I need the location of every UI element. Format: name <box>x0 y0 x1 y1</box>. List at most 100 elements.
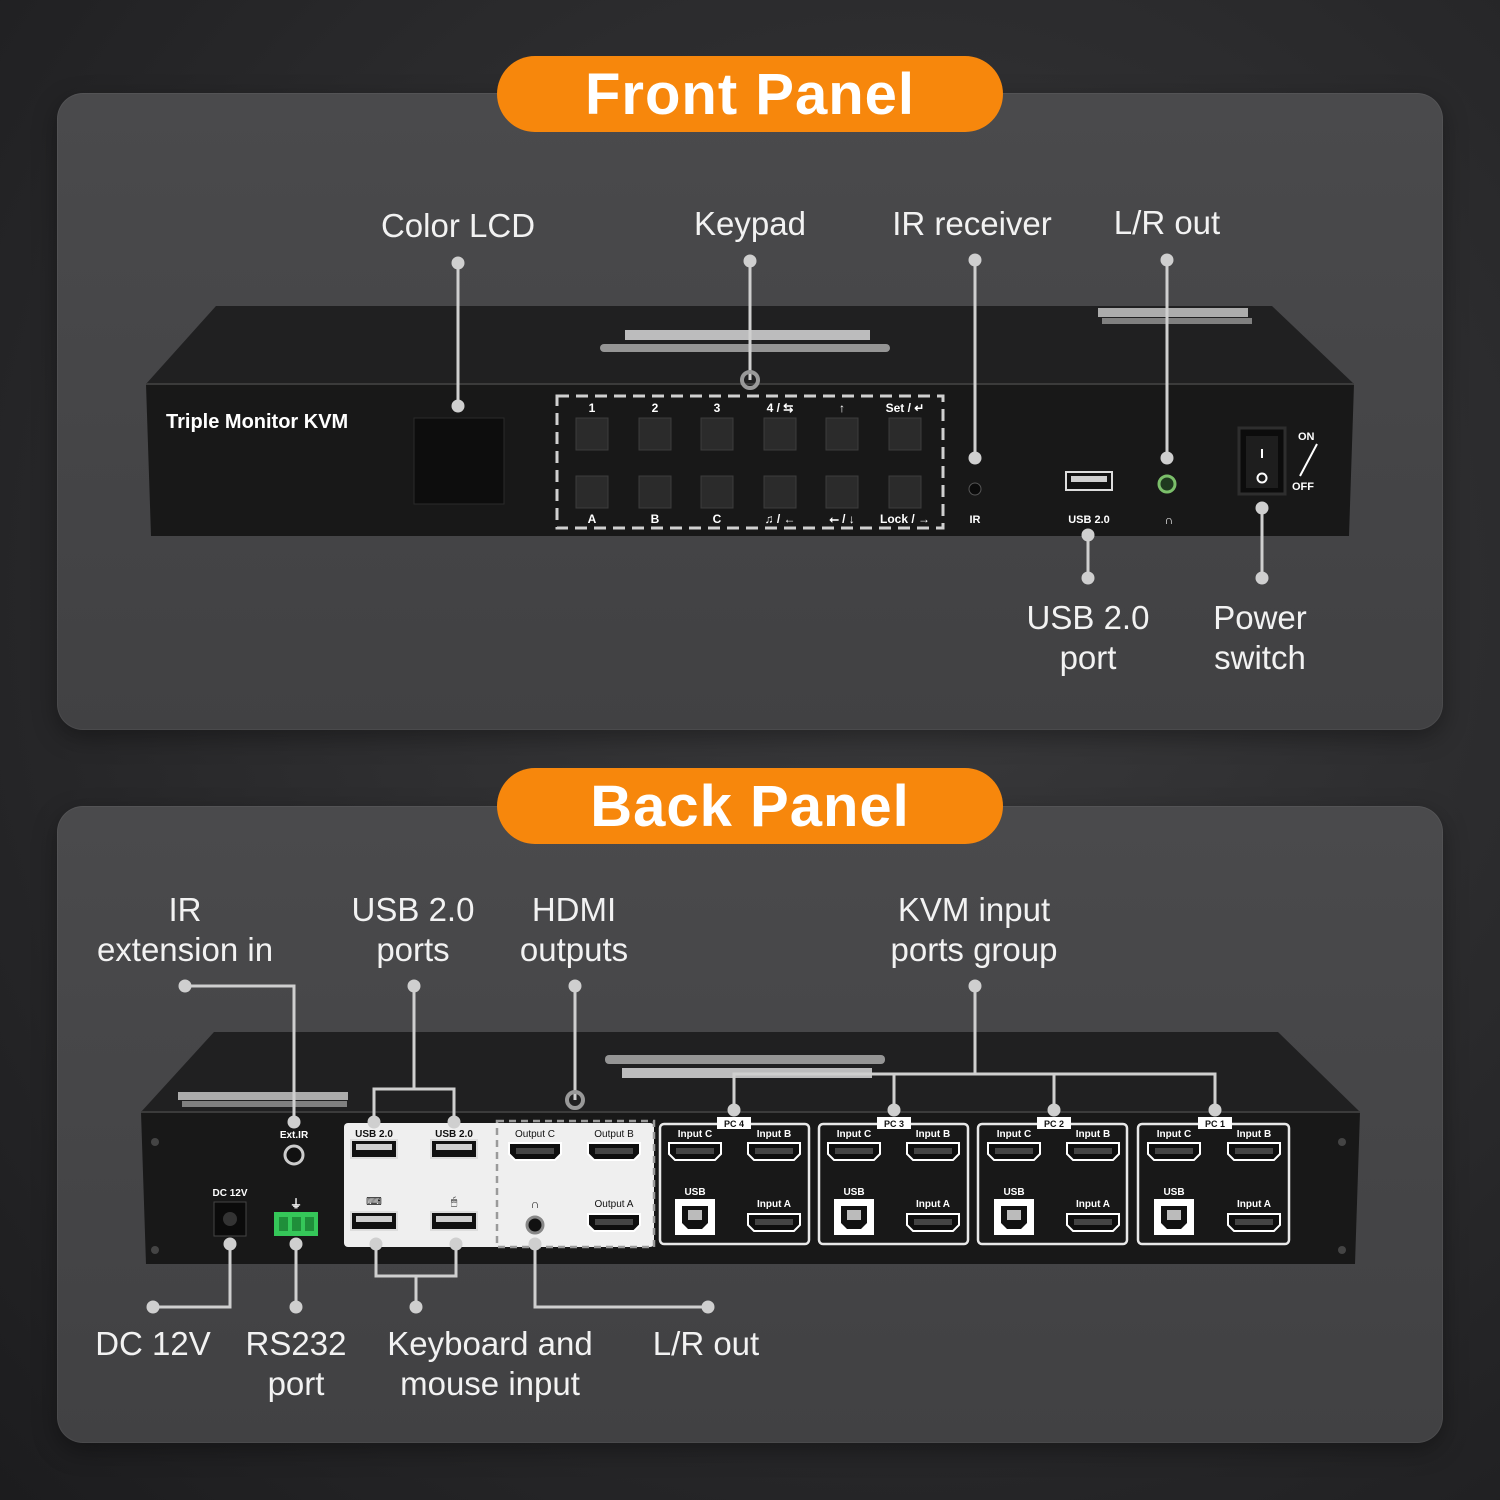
input-b-text: Input B <box>1076 1129 1110 1140</box>
key-label-audio: ♫ / ← <box>764 512 795 526</box>
key-label-b: B <box>651 512 660 526</box>
key-b-button[interactable] <box>638 475 672 509</box>
pc-group-name: PC 4 <box>724 1119 744 1129</box>
hdmi-output-c-port <box>508 1142 562 1161</box>
pc-group-name: PC 3 <box>884 1119 904 1129</box>
key-label-4: 4 / ⇆ <box>767 401 794 415</box>
input-a-text: Input A <box>1237 1199 1271 1210</box>
key-a-button[interactable] <box>575 475 609 509</box>
dc-12v-text: DC 12V <box>212 1188 247 1199</box>
power-off-text: OFF <box>1292 481 1314 493</box>
input-c-text: Input C <box>678 1129 712 1140</box>
usb-output-plate <box>344 1123 654 1247</box>
mouse-usb-port <box>430 1211 478 1231</box>
hdmi-output-b-port <box>587 1142 641 1161</box>
keypad-outline <box>555 394 945 530</box>
pc-group-4: PC 4 Input C Input B USB Input A <box>658 1117 811 1246</box>
ir-receiver-icon <box>968 482 982 496</box>
usb-text: USB <box>1003 1187 1024 1198</box>
front-panel-title: Front Panel <box>497 56 1003 132</box>
usb-text: USB <box>843 1187 864 1198</box>
key-up-button[interactable] <box>825 417 859 451</box>
ground-icon: ⏚ <box>290 1197 302 1211</box>
back-headphone-icon: ∩ <box>531 1197 540 1211</box>
key-usb-button[interactable] <box>825 475 859 509</box>
key-2-button[interactable] <box>638 417 672 451</box>
output-a-text: Output A <box>595 1199 634 1210</box>
key-label-a: A <box>588 512 597 526</box>
keyboard-usb-port <box>350 1211 398 1231</box>
usb-text: USB <box>1163 1187 1184 1198</box>
back-kvm-device: Ext.IR DC 12V ⏚ USB 2.0 USB 2.0 ⌨ 🖱 ∩ Ou… <box>141 1032 1360 1264</box>
key-set-button[interactable] <box>888 417 922 451</box>
key-label-lock: Lock / → <box>880 512 930 526</box>
front-usb-text: USB 2.0 <box>1068 514 1110 526</box>
pc-group-2: PC 2 Input C Input B USB Input A <box>976 1117 1129 1246</box>
key-label-up: ↑ <box>839 401 845 415</box>
back-panel-title: Back Panel <box>497 768 1003 844</box>
keyboard-icon: ⌨ <box>366 1196 382 1208</box>
headphone-icon: ∩ <box>1165 513 1174 527</box>
usb-text: USB <box>684 1187 705 1198</box>
dc-12v-label: DC 12V <box>95 1325 211 1362</box>
input-b-text: Input B <box>916 1129 950 1140</box>
key-label-1: 1 <box>589 401 596 415</box>
back-usb-port-2 <box>430 1139 478 1159</box>
keypad-label: Keypad <box>694 205 806 242</box>
pc-group-name: PC 2 <box>1044 1119 1064 1129</box>
key-lock-button[interactable] <box>888 475 922 509</box>
key-label-set: Set / ↵ <box>886 401 925 415</box>
key-label-2: 2 <box>652 401 659 415</box>
input-c-text: Input C <box>837 1129 871 1140</box>
lr-out-front-label: L/R out <box>1113 204 1221 241</box>
key-audio-button[interactable] <box>763 475 797 509</box>
input-b-text: Input B <box>757 1129 791 1140</box>
ir-receiver-label: IR receiver <box>892 205 1052 242</box>
output-c-text: Output C <box>515 1129 555 1140</box>
input-a-text: Input A <box>1076 1199 1110 1210</box>
input-c-text: Input C <box>1157 1129 1191 1140</box>
input-b-text: Input B <box>1237 1129 1271 1140</box>
color-lcd-label: Color LCD <box>380 207 536 244</box>
back-audio-jack <box>525 1215 545 1235</box>
key-label-c: C <box>713 512 722 526</box>
input-a-text: Input A <box>757 1199 791 1210</box>
mouse-icon: 🖱 <box>451 1195 458 1208</box>
input-a-text: Input A <box>916 1199 950 1210</box>
back-leader-lines <box>146 979 1222 1314</box>
key-label-usb: ⭠ / ↓ <box>829 512 855 526</box>
key-label-3: 3 <box>714 401 721 415</box>
ext-ir-text: Ext.IR <box>280 1130 309 1141</box>
power-on-text: ON <box>1298 431 1315 443</box>
pc-group-3: PC 3 Input C Input B USB Input A <box>817 1117 970 1246</box>
input-c-text: Input C <box>997 1129 1031 1140</box>
key-4-button[interactable] <box>763 417 797 451</box>
hdmi-output-a-port <box>587 1213 641 1232</box>
ext-ir-jack <box>283 1144 305 1166</box>
headphone-jack-icon <box>1157 474 1177 494</box>
pc-group-name: PC 1 <box>1205 1119 1225 1129</box>
front-leader-lines <box>451 253 1269 585</box>
key-1-button[interactable] <box>575 417 609 451</box>
lr-out-back-label: L/R out <box>652 1325 760 1362</box>
output-b-text: Output B <box>594 1129 634 1140</box>
back-usb-port-1 <box>350 1139 398 1159</box>
front-usb-port-icon <box>1065 471 1113 491</box>
usb-port-a-text: USB 2.0 <box>355 1129 393 1140</box>
device-model-text: Triple Monitor KVM <box>166 411 348 433</box>
pc-group-1: PC 1 Input C Input B USB Input A <box>1136 1117 1291 1246</box>
key-3-button[interactable] <box>700 417 734 451</box>
usb-port-b-text: USB 2.0 <box>435 1129 473 1140</box>
ir-text: IR <box>970 514 981 526</box>
key-c-button[interactable] <box>700 475 734 509</box>
color-lcd-screen <box>413 417 505 505</box>
